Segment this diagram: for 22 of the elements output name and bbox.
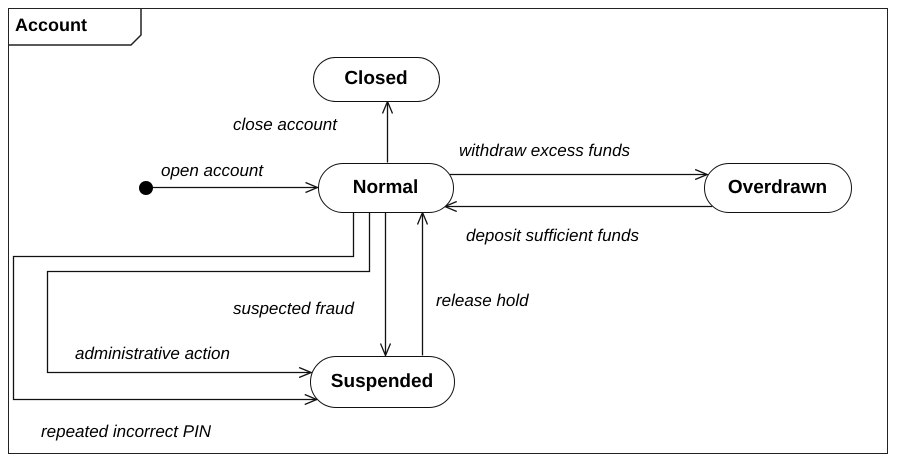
state-name: Overdrawn bbox=[728, 176, 828, 198]
state-box bbox=[310, 356, 454, 408]
transition-arrow bbox=[450, 168, 708, 180]
transition-arrow bbox=[46, 212, 370, 378]
transition-arrow bbox=[380, 212, 392, 356]
transition-arrow bbox=[12, 212, 354, 406]
transition-arrow bbox=[416, 212, 428, 356]
initial-state-dot bbox=[138, 180, 152, 194]
state-name: Suspended bbox=[330, 370, 434, 392]
frame-title: Account bbox=[15, 15, 87, 36]
state-name: Closed bbox=[344, 68, 408, 90]
state-name: Normal bbox=[352, 176, 418, 198]
transition-label: deposit sufficient funds bbox=[464, 226, 641, 246]
state-box bbox=[704, 162, 852, 212]
transition-arrow bbox=[152, 182, 318, 194]
state-machine-frame bbox=[8, 8, 888, 454]
state-box bbox=[318, 162, 454, 212]
transition-label: suspected fraud bbox=[231, 299, 356, 319]
transition-label: repeated incorrect PIN bbox=[39, 422, 214, 442]
transition-arrow bbox=[382, 100, 394, 162]
transition-arrow bbox=[444, 200, 712, 212]
state-box bbox=[312, 56, 440, 102]
